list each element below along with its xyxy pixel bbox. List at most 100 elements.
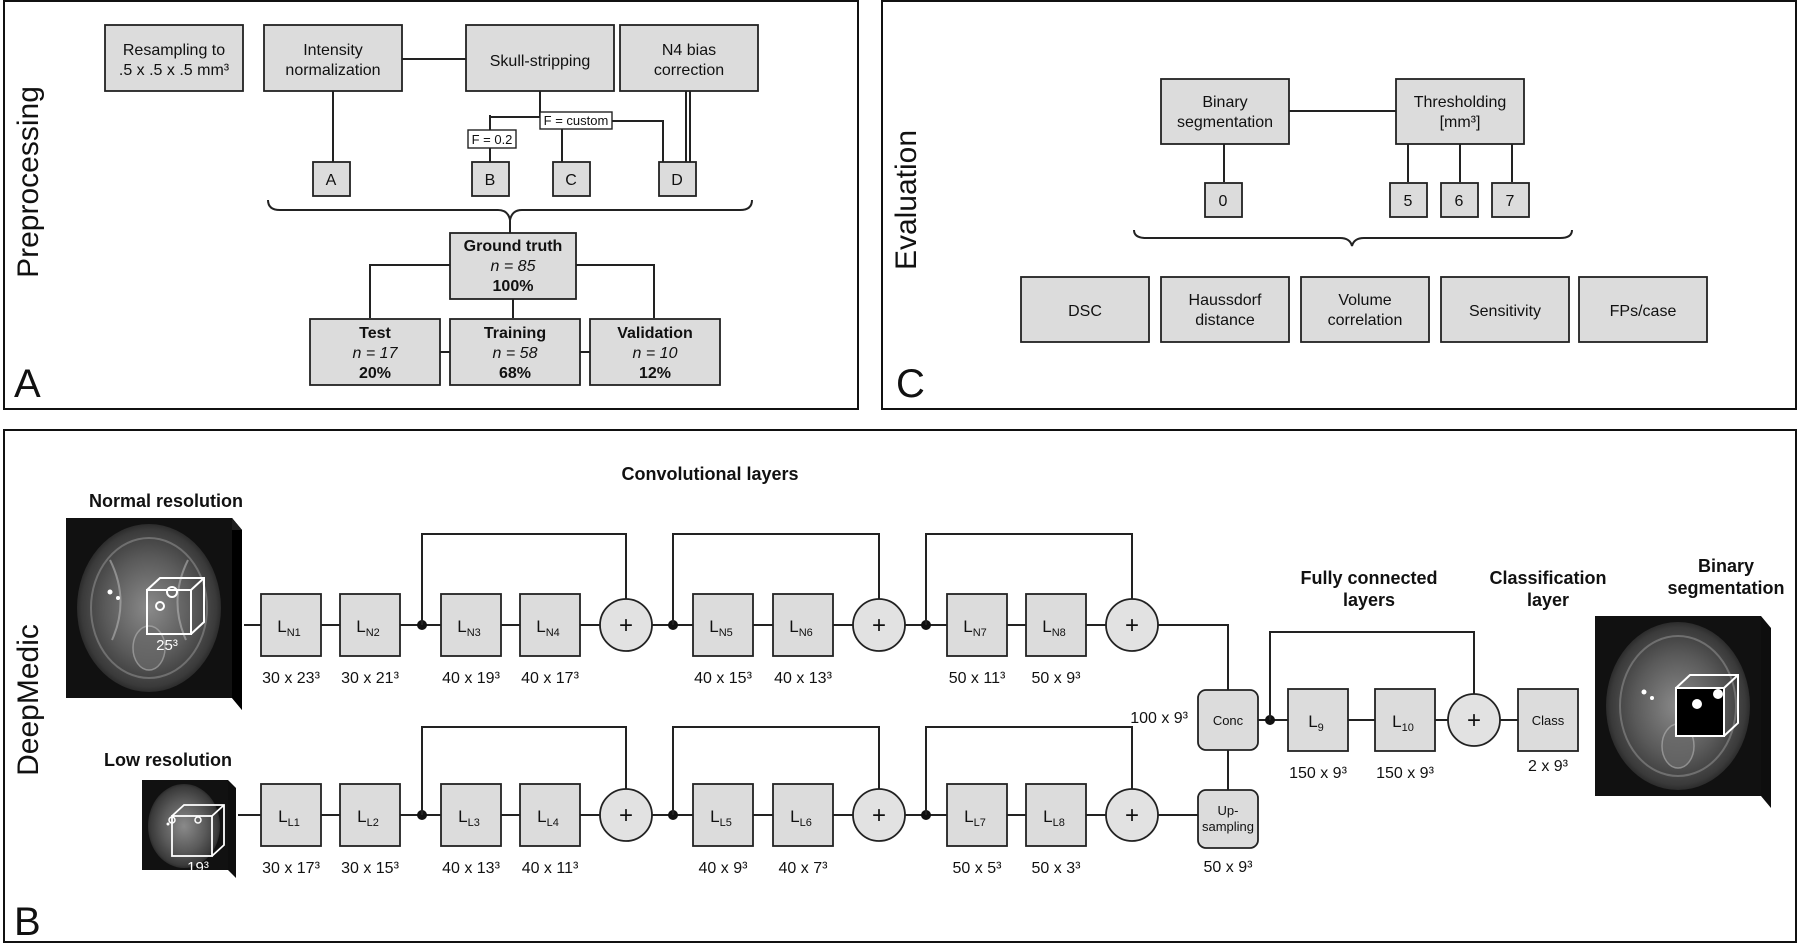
- fc-layer-10-dim: 150 x 9³: [1376, 765, 1434, 782]
- f-custom-box: [539, 111, 613, 130]
- normal-plus-node-3-sign: +: [1125, 612, 1139, 639]
- fc-title-line1: Fully connected: [1300, 568, 1437, 588]
- fc-layer-9-label: L9: [1308, 712, 1324, 734]
- variant-a-label: A: [326, 172, 337, 189]
- normal-layer-2-label: LN2: [356, 617, 380, 639]
- threshold-7-box: [1491, 182, 1530, 218]
- conv-layers-title: Convolutional layers: [621, 464, 798, 484]
- low-layer-7-box: [946, 783, 1008, 847]
- test-split-box: [309, 318, 441, 386]
- variant-b-box: [471, 161, 510, 197]
- low-layer-8-box: [1025, 783, 1087, 847]
- threshold-0-label: 0: [1219, 193, 1228, 210]
- normal-layer-4-dim: 40 x 17³: [521, 670, 579, 687]
- normal-layer-6-dim: 40 x 13³: [774, 670, 832, 687]
- normal-layer-1-label: LN1: [277, 617, 301, 639]
- evaluation-label: Evaluation: [890, 130, 923, 270]
- f-02-label: F = 0.2: [472, 132, 513, 147]
- n4-line1: N4 bias: [662, 42, 716, 59]
- variant-d-label: D: [671, 172, 683, 189]
- metric-dsc-label: DSC: [1068, 303, 1102, 320]
- low-layer-7-label: LL7: [964, 807, 986, 829]
- low-layer-2-dim: 30 x 15³: [341, 860, 399, 877]
- metric-volume-box: [1300, 276, 1430, 343]
- normal-layer-8-box: [1025, 593, 1087, 657]
- normal-layer-3-label: LN3: [457, 617, 481, 639]
- upsampling-line1: Up-: [1218, 803, 1239, 818]
- metric-hausdorff-box: [1160, 276, 1290, 343]
- test-title: Test: [359, 325, 391, 342]
- fc-plus-node: [1447, 693, 1501, 747]
- normal-layer-1-box: [260, 593, 322, 657]
- validation-split-box: [589, 318, 721, 386]
- upsampling-box: [1197, 789, 1259, 849]
- class-box: [1517, 688, 1579, 752]
- metric-sensitivity-label: Sensitivity: [1469, 303, 1541, 320]
- class-title-line2: layer: [1527, 590, 1569, 610]
- normal-layer-5-box: [692, 593, 754, 657]
- normal-layer-8-dim: 50 x 9³: [1032, 670, 1082, 687]
- training-pct: 68%: [499, 365, 531, 382]
- low-plus-node-3: [1105, 788, 1159, 842]
- skull-stripping-label: Skull-stripping: [490, 53, 590, 70]
- normal-resolution-title: Normal resolution: [89, 491, 243, 511]
- f-02-box: [467, 129, 517, 149]
- n4-line2: correction: [654, 62, 724, 79]
- low-patch-size: 19³: [187, 859, 209, 876]
- low-plus-node-1-sign: +: [619, 802, 633, 829]
- fc-layer-9-box: [1287, 688, 1349, 752]
- variant-b-label: B: [485, 172, 496, 189]
- n4-bias-box: [619, 24, 759, 92]
- panel-evaluation: Evaluation C Binary segmentation Thresho…: [881, 0, 1797, 410]
- resampling-line1: Resampling to: [123, 42, 225, 59]
- low-layer-8-label: LL8: [1043, 807, 1065, 829]
- metric-dsc-box: [1020, 276, 1150, 343]
- panel-deepmedic: DeepMedic B Convolutional layers Normal …: [3, 429, 1797, 944]
- binary-seg-title-line1: Binary: [1698, 556, 1754, 576]
- low-plus-node-2: [852, 788, 906, 842]
- validation-title: Validation: [617, 325, 693, 342]
- skull-stripping-box: [465, 24, 615, 92]
- ground-truth-box: [449, 232, 577, 300]
- low-layer-1-dim: 30 x 17³: [262, 860, 320, 877]
- conc-label: Conc: [1213, 713, 1244, 728]
- normal-layer-7-box: [946, 593, 1008, 657]
- training-n: n = 58: [493, 345, 538, 362]
- variant-a-box: [312, 161, 351, 197]
- training-split-box: [449, 318, 581, 386]
- normal-layer-8-label: LN8: [1042, 617, 1066, 639]
- fc-layer-10-box: [1374, 688, 1436, 752]
- low-layer-2-box: [339, 783, 401, 847]
- normal-layer-2-dim: 30 x 21³: [341, 670, 399, 687]
- fc-plus-node-sign: +: [1467, 707, 1481, 734]
- normal-resolution-brain-image: 25³: [66, 518, 242, 710]
- class-dim: 2 x 9³: [1528, 758, 1569, 775]
- low-layer-6-dim: 40 x 7³: [779, 860, 829, 877]
- ground-truth-pct: 100%: [493, 278, 534, 295]
- resampling-line2: .5 x .5 x .5 mm³: [119, 62, 230, 79]
- class-title-line1: Classification: [1489, 568, 1606, 588]
- variant-d-box: [658, 161, 697, 197]
- thresholding-box: [1395, 78, 1525, 145]
- normal-layer-4-box: [519, 593, 581, 657]
- f-custom-label: F = custom: [544, 113, 609, 128]
- test-n: n = 17: [353, 345, 399, 362]
- panel-b-border: [3, 429, 1797, 943]
- intensity-normalization-box: [263, 24, 403, 92]
- panel-a-letter: A: [14, 362, 41, 406]
- normal-layer-5-dim: 40 x 15³: [694, 670, 752, 687]
- low-layer-5-box: [692, 783, 754, 847]
- threshold-6-box: [1440, 182, 1479, 218]
- normal-plus-node-2-sign: +: [872, 612, 886, 639]
- metric-sensitivity-box: [1440, 276, 1570, 343]
- threshold-5-box: [1389, 182, 1428, 218]
- low-resolution-brain-image: 19³: [142, 780, 236, 878]
- binary-segmentation-brain-image: [1595, 616, 1771, 808]
- conc-dim: 100 x 9³: [1130, 710, 1188, 727]
- threshold-7-label: 7: [1506, 193, 1515, 210]
- normal-plus-node-1: [599, 598, 653, 652]
- class-label: Class: [1532, 713, 1565, 728]
- low-layer-5-label: LL5: [710, 807, 732, 829]
- validation-pct: 12%: [639, 365, 671, 382]
